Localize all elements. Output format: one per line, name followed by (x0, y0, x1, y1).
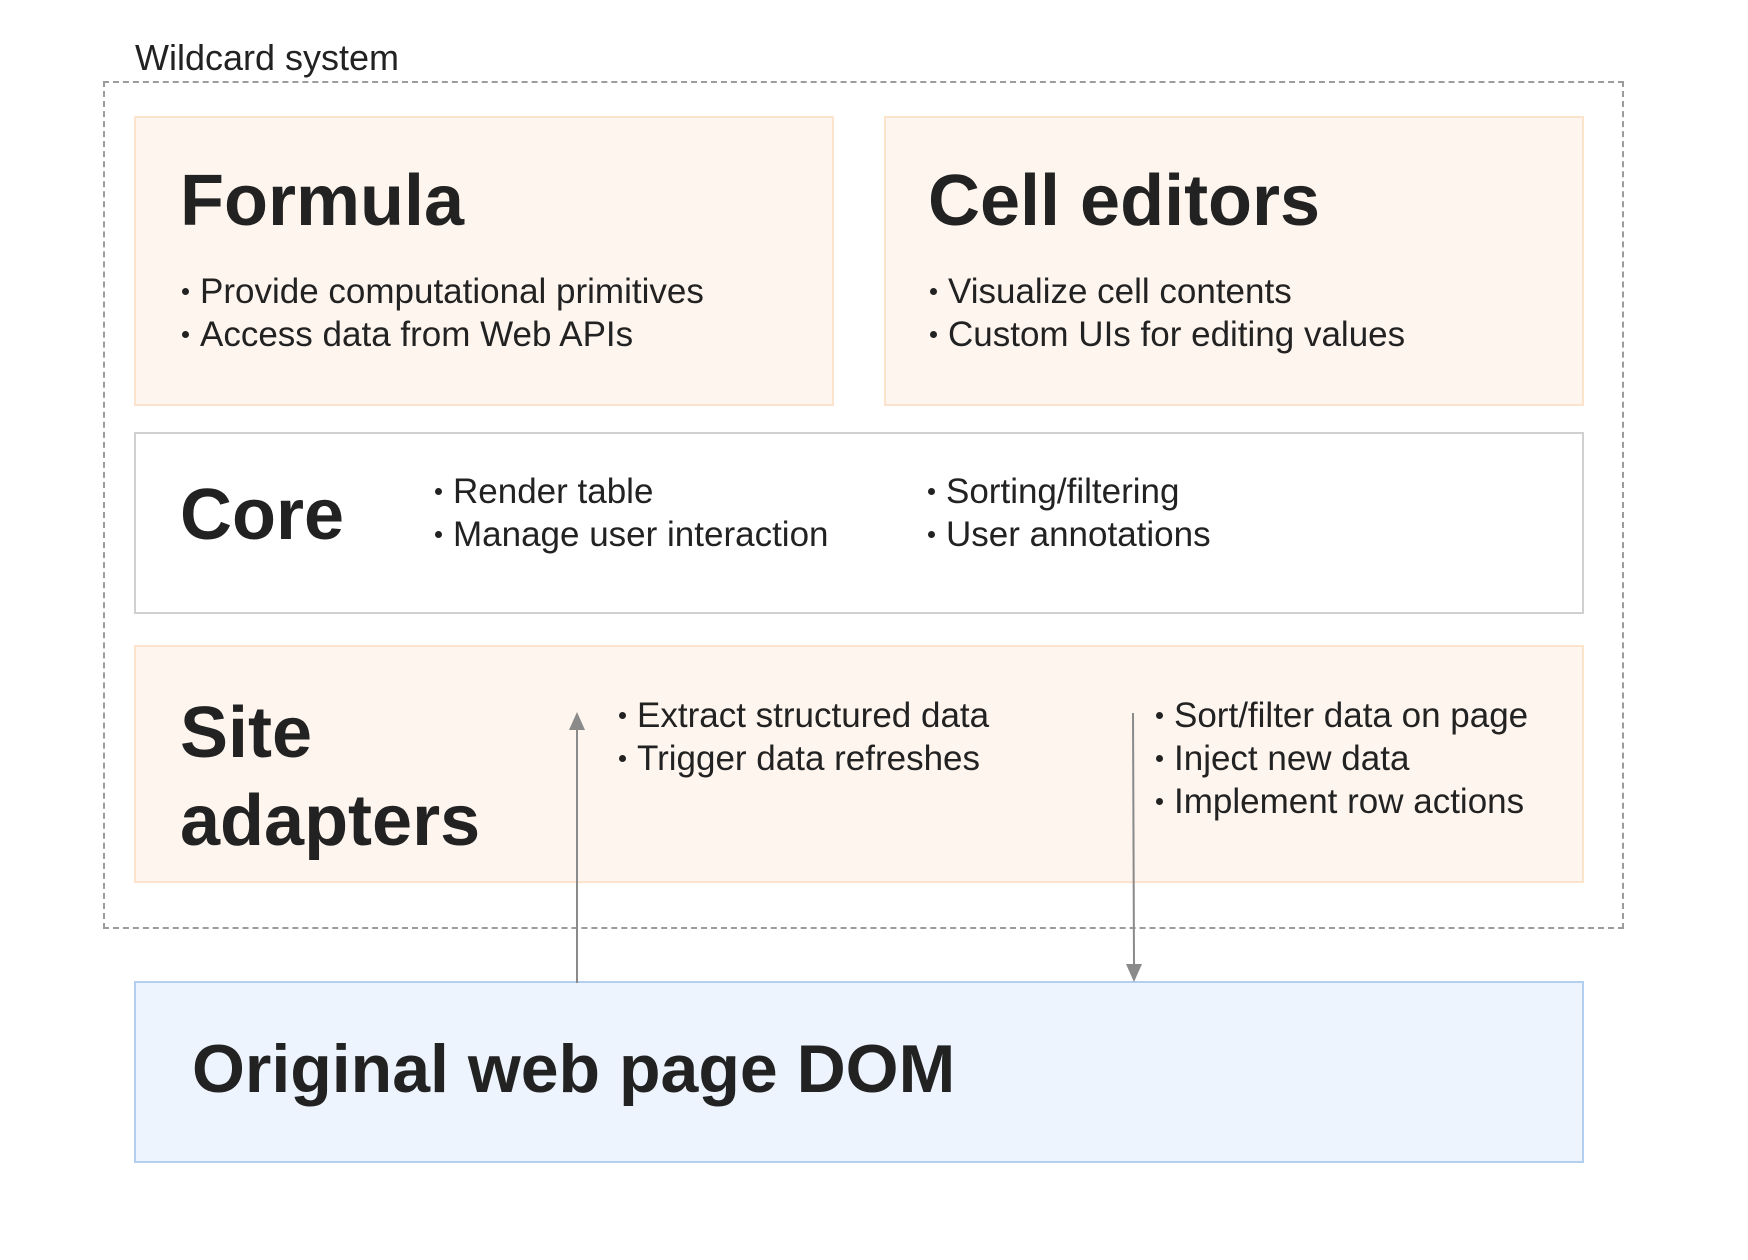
formula-box: Formula Provide computational primitives… (134, 116, 834, 406)
formula-bullet: Provide computational primitives (180, 270, 704, 313)
formula-title: Formula (180, 161, 465, 241)
core-bullets-right: Sorting/filtering User annotations (926, 470, 1211, 556)
formula-bullet: Access data from Web APIs (180, 313, 704, 356)
dom-title: Original web page DOM (192, 1031, 956, 1107)
core-box: Core Render table Manage user interactio… (134, 432, 1584, 614)
core-bullet: Sorting/filtering (926, 470, 1211, 513)
cell-editors-bullet: Visualize cell contents (928, 270, 1405, 313)
site-adapters-box: Site adapters Extract structured data Tr… (134, 645, 1584, 883)
site-adapters-bullets-right: Sort/filter data on page Inject new data… (1154, 694, 1528, 823)
inject-arrow-head (1126, 964, 1142, 982)
site-adapters-bullet: Trigger data refreshes (617, 737, 989, 780)
site-adapters-title-line: adapters (180, 781, 481, 861)
cell-editors-title: Cell editors (928, 161, 1321, 241)
site-adapters-bullet: Implement row actions (1154, 780, 1528, 823)
site-adapters-title-line: Site (180, 693, 313, 773)
core-bullet: Manage user interaction (433, 513, 829, 556)
site-adapters-title: Site adapters (180, 689, 480, 865)
cell-editors-bullets: Visualize cell contents Custom UIs for e… (928, 270, 1405, 356)
formula-bullets: Provide computational primitives Access … (180, 270, 704, 356)
system-boundary (103, 81, 1624, 929)
core-title: Core (180, 475, 345, 555)
site-adapters-bullet: Extract structured data (617, 694, 989, 737)
site-adapters-bullet: Sort/filter data on page (1154, 694, 1528, 737)
core-bullet: User annotations (926, 513, 1211, 556)
site-adapters-bullets-left: Extract structured data Trigger data ref… (617, 694, 989, 780)
system-label: Wildcard system (135, 37, 400, 78)
cell-editors-bullet: Custom UIs for editing values (928, 313, 1405, 356)
core-bullet: Render table (433, 470, 829, 513)
cell-editors-box: Cell editors Visualize cell contents Cus… (884, 116, 1584, 406)
site-adapters-bullet: Inject new data (1154, 737, 1528, 780)
dom-box: Original web page DOM (134, 981, 1584, 1163)
core-bullets-left: Render table Manage user interaction (433, 470, 829, 556)
